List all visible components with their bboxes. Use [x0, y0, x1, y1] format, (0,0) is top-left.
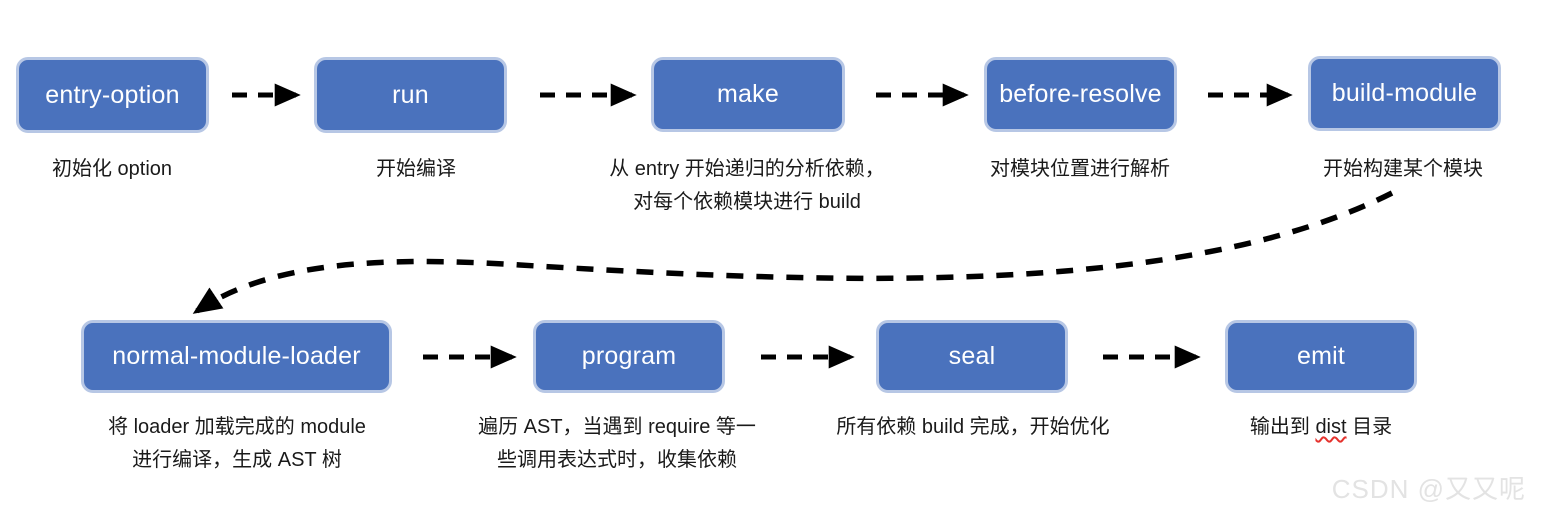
- node-label: emit: [1296, 342, 1346, 370]
- node-label: make: [717, 80, 779, 108]
- caption-entry-option: 初始化 option: [52, 153, 172, 186]
- caption-line: 开始构建某个模块: [1323, 158, 1483, 180]
- misspelled-word: dist: [1315, 416, 1347, 438]
- caption-line: 所有依赖 build 完成，开始优化: [836, 416, 1110, 438]
- node-label: entry-option: [45, 80, 180, 109]
- node-build-module[interactable]: build-module: [1308, 56, 1501, 131]
- caption-line: 遍历 AST，当遇到 require 等一: [478, 416, 756, 438]
- node-entry-option[interactable]: entry-option: [16, 57, 209, 133]
- node-before-resolve[interactable]: before-resolve: [984, 57, 1177, 132]
- node-program[interactable]: program: [533, 320, 725, 393]
- caption-line: 些调用表达式时，收集依赖: [496, 449, 737, 471]
- caption-before-resolve: 对模块位置进行解析: [990, 153, 1170, 186]
- node-label: seal: [948, 342, 996, 370]
- node-label: run: [392, 80, 429, 109]
- node-make[interactable]: make: [651, 57, 845, 132]
- caption-line: 从 entry 开始递归的分析依赖，: [609, 158, 885, 180]
- node-normal-module-loader[interactable]: normal-module-loader: [81, 320, 392, 393]
- caption-seal: 所有依赖 build 完成，开始优化: [836, 411, 1109, 444]
- node-run[interactable]: run: [314, 57, 507, 133]
- caption-normal-module-loader: 将 loader 加载完成的 module 进行编译，生成 AST 树: [108, 411, 366, 477]
- caption-emit: 输出到 dist 目录: [1250, 411, 1392, 444]
- caption-build-module: 开始构建某个模块: [1323, 153, 1483, 186]
- caption-program: 遍历 AST，当遇到 require 等一 些调用表达式时，收集依赖: [478, 411, 756, 477]
- caption-line-emit: 输出到 dist 目录: [1249, 416, 1393, 438]
- csdn-watermark: CSDN @又又呢: [1331, 474, 1526, 504]
- node-emit[interactable]: emit: [1225, 320, 1417, 393]
- node-seal[interactable]: seal: [876, 320, 1068, 393]
- caption-line: 初始化 option: [51, 158, 173, 180]
- caption-run: 开始编译: [376, 153, 456, 186]
- caption-line: 将 loader 加载完成的 module: [108, 416, 366, 438]
- caption-line: 进行编译，生成 AST 树: [132, 449, 342, 471]
- node-label: before-resolve: [999, 80, 1162, 108]
- caption-line: 对模块位置进行解析: [990, 158, 1170, 180]
- node-label: normal-module-loader: [112, 342, 361, 370]
- node-label: build-module: [1331, 79, 1478, 107]
- caption-line: 开始编译: [376, 158, 456, 180]
- caption-make: 从 entry 开始递归的分析依赖， 对每个依赖模块进行 build: [609, 153, 885, 219]
- caption-line: 对每个依赖模块进行 build: [633, 191, 861, 213]
- node-label: program: [581, 342, 677, 370]
